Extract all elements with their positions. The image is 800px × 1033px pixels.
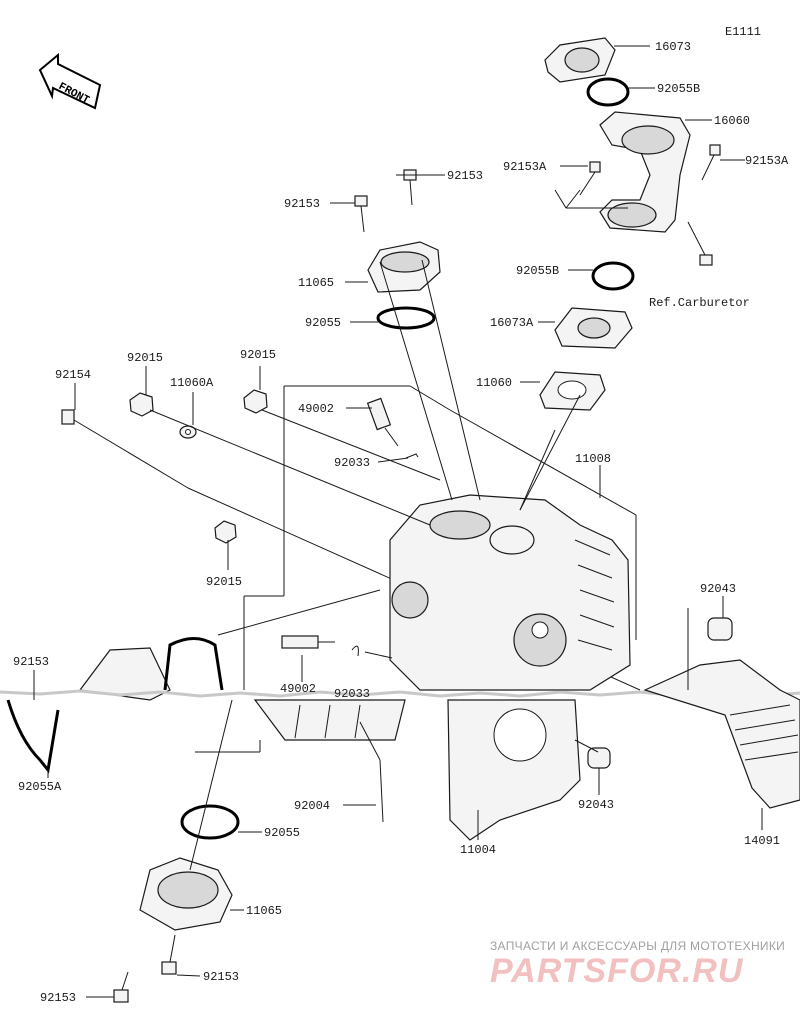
label-16060: 16060 — [714, 114, 750, 128]
intake-flange-16073 — [544, 37, 616, 83]
label-92043-bot: 92043 — [578, 798, 614, 812]
label-92153-bot-l: 92153 — [40, 991, 76, 1005]
watermark-tagline: ЗАПЧАСТИ И АКСЕССУАРЫ ДЛЯ МОТОТЕХНИКИ — [490, 939, 785, 953]
o-ring-left-upper — [163, 637, 224, 691]
valve-guide-49002-top — [366, 397, 399, 447]
label-92153-top-a: 92153 — [284, 197, 320, 211]
cylinder-head-11008 — [389, 494, 631, 691]
insulator-16073a — [554, 307, 633, 349]
o-ring-92055b-mid — [591, 261, 635, 291]
label-16073a: 16073A — [490, 316, 534, 330]
label-49002-top: 49002 — [298, 402, 334, 416]
stud-92004 — [379, 759, 384, 823]
label-92055-top: 92055 — [305, 316, 341, 330]
dowel-92043-bot — [587, 747, 611, 769]
label-11060a: 11060A — [170, 376, 214, 390]
gasket-11004 — [447, 699, 581, 841]
leader-lines — [33, 45, 763, 998]
label-92015-c: 92015 — [206, 575, 242, 589]
nut-92015-b — [243, 389, 268, 414]
label-92015-a: 92015 — [127, 351, 163, 365]
label-92055-bot: 92055 — [264, 826, 300, 840]
label-92055b-top: 92055B — [657, 82, 700, 96]
label-92153a-left: 92153A — [503, 160, 547, 174]
label-92043-top: 92043 — [700, 582, 736, 596]
circlip-92033-top — [405, 453, 419, 459]
label-92153-bot-r: 92153 — [203, 970, 239, 984]
bolt-92153-bot-r — [161, 934, 177, 975]
label-92153a-right: 92153A — [745, 154, 789, 168]
label-11065-top: 11065 — [298, 276, 334, 290]
label-92055b-mid: 92055B — [516, 264, 559, 278]
label-16073: 16073 — [655, 40, 691, 54]
intake-pipe-16060 — [599, 111, 691, 233]
o-ring-92055-top — [376, 306, 436, 330]
dowel-92043-top — [707, 617, 733, 641]
bolt-92153-bot-l — [113, 971, 129, 1003]
bolt-92153a-left — [579, 161, 601, 196]
diagram-code: E1111 — [725, 25, 761, 39]
label-11060: 11060 — [476, 376, 512, 390]
label-11008: 11008 — [575, 452, 611, 466]
o-ring-92055a — [6, 699, 60, 774]
label-92033-top: 92033 — [334, 456, 370, 470]
label-92015-b: 92015 — [240, 348, 276, 362]
bolt-ref-carburetor — [687, 221, 713, 266]
front-arrow-icon: FRONT — [38, 52, 102, 110]
nut-92015-a — [129, 392, 154, 417]
left-cover-piece — [78, 647, 171, 701]
cap-11065-bot — [139, 857, 233, 931]
label-92033-bot: 92033 — [334, 687, 370, 701]
o-ring-92055b-top — [586, 77, 630, 107]
cap-11065-top — [367, 241, 441, 293]
label-11065-bot: 11065 — [246, 904, 282, 918]
gasket-11060 — [539, 371, 606, 411]
label-92004: 92004 — [294, 799, 330, 813]
ref-carburetor-note: Ref.Carburetor — [649, 296, 750, 310]
label-92154: 92154 — [55, 368, 91, 382]
label-49002-bot: 49002 — [280, 682, 316, 696]
valve-guide-49002-bot — [281, 635, 335, 649]
left-rib-block — [253, 699, 406, 741]
circlip-92033-bot — [351, 645, 359, 657]
washer-11060a — [179, 425, 197, 439]
bolt-92153-top-a — [354, 195, 368, 233]
label-92153-top-b: 92153 — [447, 169, 483, 183]
label-11004: 11004 — [460, 843, 496, 857]
label-92153-left: 92153 — [13, 655, 49, 669]
label-92055a: 92055A — [18, 780, 62, 794]
watermark-brand: PARTSFOR.RU — [490, 952, 744, 990]
o-ring-92055-bot — [180, 804, 240, 840]
bolt-92153a-right — [701, 144, 721, 181]
label-14091: 14091 — [744, 834, 780, 848]
nut-92015-c — [214, 520, 237, 544]
cover-14091 — [643, 659, 800, 809]
